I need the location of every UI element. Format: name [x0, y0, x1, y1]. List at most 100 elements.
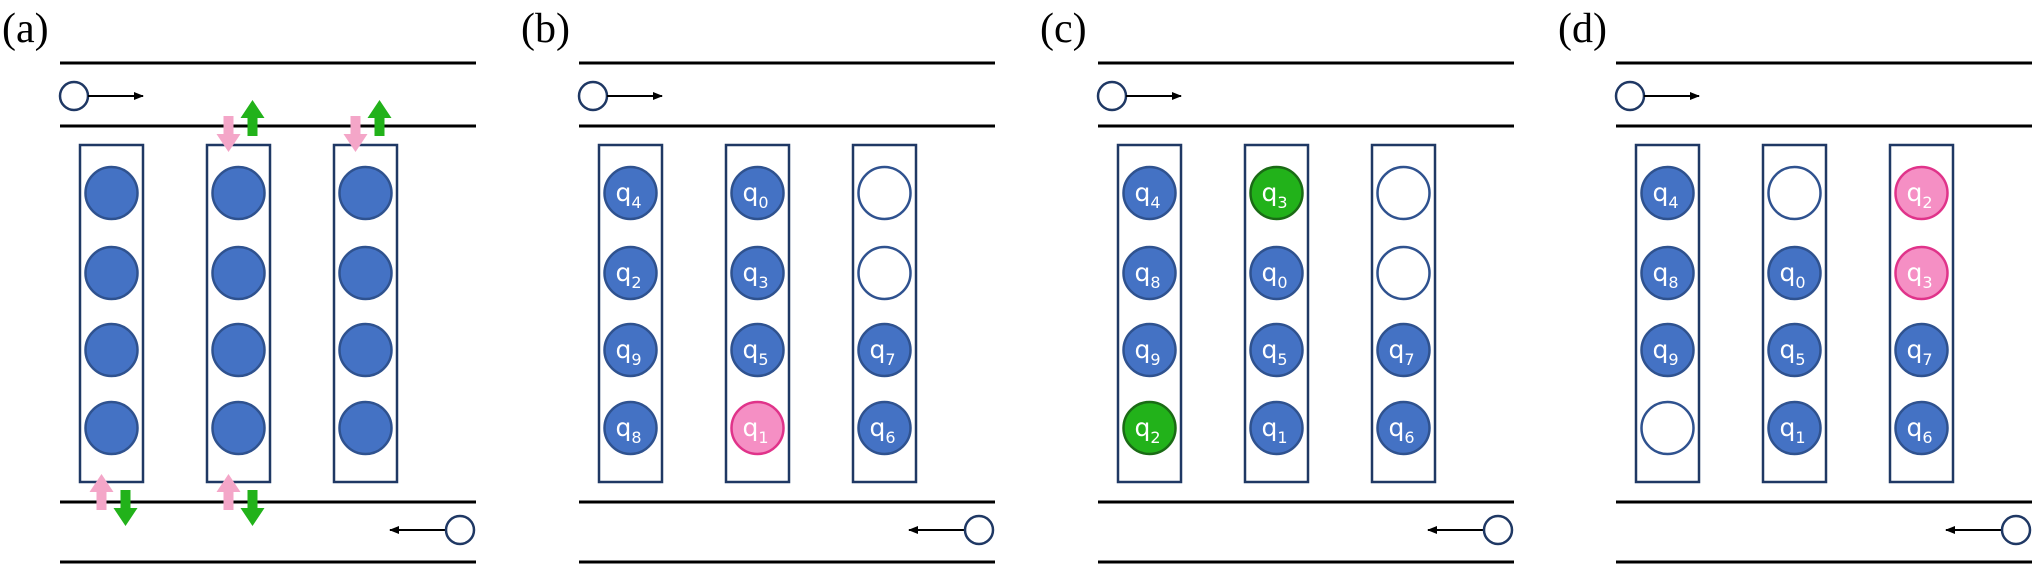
qubit-label: q9 — [1134, 335, 1160, 369]
carrier-circle-top — [577, 80, 609, 112]
pink-arrow-icon — [216, 116, 241, 152]
qubit-label: q0 — [1779, 258, 1805, 292]
trap-box — [1116, 143, 1183, 484]
qubit-q3 — [1249, 165, 1304, 221]
qubit-label: q2 — [1906, 178, 1932, 212]
trap-box — [78, 143, 145, 484]
qubit-q9 — [1640, 322, 1695, 378]
qubit-q0 — [1767, 245, 1822, 301]
qubit-label: q6 — [1388, 413, 1414, 447]
carrier-circle-bottom — [1482, 514, 1514, 546]
qubit — [84, 400, 139, 456]
qubit-q8 — [603, 400, 658, 456]
qubit — [338, 165, 393, 221]
trap-box — [332, 143, 399, 484]
qubit — [338, 245, 393, 301]
qubit-q1 — [1249, 400, 1304, 456]
qubit-label: q5 — [1261, 335, 1287, 369]
qubit-q4 — [1640, 165, 1695, 221]
trap-2 — [205, 143, 272, 484]
qubit-q1 — [730, 400, 785, 456]
qubit-label: q1 — [1261, 413, 1287, 447]
qubit-label: q8 — [1652, 258, 1678, 292]
load-arrows-bottom — [89, 474, 138, 526]
load-arrows-top — [216, 100, 265, 152]
panel-label: (c) — [1040, 6, 1087, 52]
carrier-circle-bottom — [2000, 514, 2032, 546]
trap-3 — [332, 143, 399, 484]
empty-slot — [1767, 165, 1822, 221]
green-arrow-icon — [367, 100, 392, 136]
qubit-label: q0 — [1261, 258, 1287, 292]
qubit — [84, 245, 139, 301]
qubit-label: q7 — [869, 335, 895, 369]
trap-box — [1370, 143, 1437, 484]
qubit-label: q9 — [615, 335, 641, 369]
qubit-label: q8 — [615, 413, 641, 447]
qubit-label: q1 — [1779, 413, 1805, 447]
trap-2: q3 q0 q5 q1 — [1243, 143, 1310, 484]
qubit-q3 — [1894, 245, 1949, 301]
qubit-q6 — [857, 400, 912, 456]
qubit-q2 — [1894, 165, 1949, 221]
qubit-label: q4 — [615, 178, 641, 212]
qubit-label: q1 — [742, 413, 768, 447]
qubit — [338, 322, 393, 378]
empty-slot — [1376, 245, 1431, 301]
qubit-label: q6 — [1906, 413, 1932, 447]
trap-box — [597, 143, 664, 484]
green-arrow-icon — [240, 490, 265, 526]
carrier-circle-top — [1096, 80, 1128, 112]
trap-box — [1243, 143, 1310, 484]
trap-box — [1634, 143, 1701, 484]
pink-arrow-icon — [89, 474, 114, 510]
qubit-q6 — [1894, 400, 1949, 456]
panel-label: (d) — [1558, 6, 1607, 52]
qubit-q5 — [730, 322, 785, 378]
trap-box — [851, 143, 918, 484]
qubit-q8 — [1640, 245, 1695, 301]
qubit-label: q7 — [1388, 335, 1414, 369]
qubit-label: q9 — [1652, 335, 1678, 369]
panel-a: (a) — [2, 6, 476, 564]
qubit-label: q2 — [615, 258, 641, 292]
panels-root: (a)(b)q4q2q9q8q0q3q5q1q7q6(c)q4q8q9q2q3q… — [2, 6, 2032, 564]
qubit — [338, 400, 393, 456]
qubit-q5 — [1249, 322, 1304, 378]
qubit — [211, 245, 266, 301]
carrier-circle-bottom — [444, 514, 476, 546]
qubit-q1 — [1767, 400, 1822, 456]
qubit-label: q5 — [1779, 335, 1805, 369]
panel-label: (b) — [521, 6, 570, 52]
qubit-q5 — [1767, 322, 1822, 378]
empty-slot — [857, 245, 912, 301]
qubit-label: q3 — [742, 258, 768, 292]
qubit-label: q8 — [1134, 258, 1160, 292]
qubit-q7 — [857, 322, 912, 378]
trap-2: q0 q5 q1 — [1761, 143, 1828, 484]
carrier-circle-top — [1614, 80, 1646, 112]
qubit-q4 — [1122, 165, 1177, 221]
load-arrows-top — [343, 100, 392, 152]
empty-slot — [857, 165, 912, 221]
qubit — [211, 165, 266, 221]
qubit-label: q5 — [742, 335, 768, 369]
green-arrow-icon — [113, 490, 138, 526]
qubit-q6 — [1376, 400, 1431, 456]
trap-1: q4 q8 q9 — [1634, 143, 1701, 484]
qubit-q4 — [603, 165, 658, 221]
green-arrow-icon — [240, 100, 265, 136]
qubit-q3 — [730, 245, 785, 301]
qubit-label: q3 — [1261, 178, 1287, 212]
qubit-label: q4 — [1652, 178, 1678, 212]
pink-arrow-icon — [343, 116, 368, 152]
trap-box — [205, 143, 272, 484]
qubit-label: q4 — [1134, 178, 1160, 212]
